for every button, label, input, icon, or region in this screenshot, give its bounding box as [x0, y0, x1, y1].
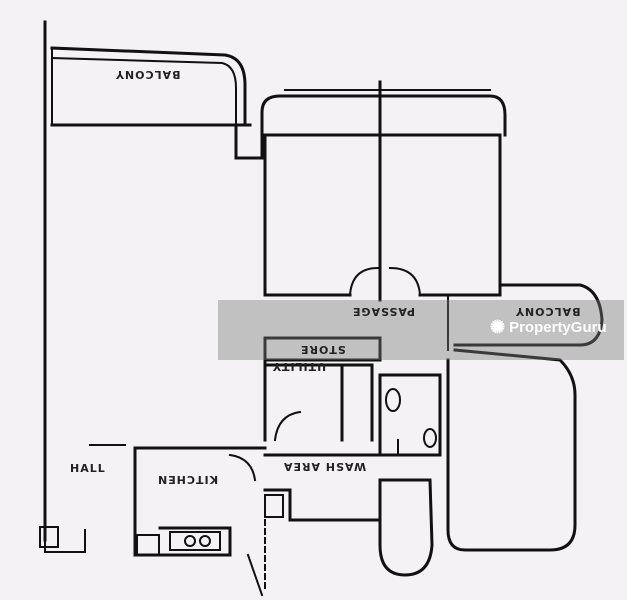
balcony-top-outline — [50, 46, 247, 127]
hall-label: HALL — [70, 462, 106, 475]
bedrooms-top-wall — [260, 94, 507, 160]
utility-label: UTILITY — [272, 360, 327, 373]
propertyguru-logo-icon: ✺ — [490, 317, 506, 337]
watermark-brand-text: PropertyGuru — [509, 318, 607, 336]
propertyguru-watermark: ✺ PropertyGuru — [490, 318, 607, 336]
wash-area-label: WASH AREA — [283, 460, 367, 473]
kitchen-label: KITCHEN — [157, 473, 219, 486]
right-lower-room — [446, 348, 577, 552]
watermark-band — [218, 300, 624, 360]
balcony-top-label: BALCONY — [115, 68, 181, 81]
store-room — [263, 336, 382, 362]
balcony-right-label: BALCONY — [515, 305, 581, 318]
store-label: STORE — [300, 343, 346, 356]
balcony-right-outline — [453, 283, 604, 347]
passage-label: PASSAGE — [352, 305, 415, 318]
